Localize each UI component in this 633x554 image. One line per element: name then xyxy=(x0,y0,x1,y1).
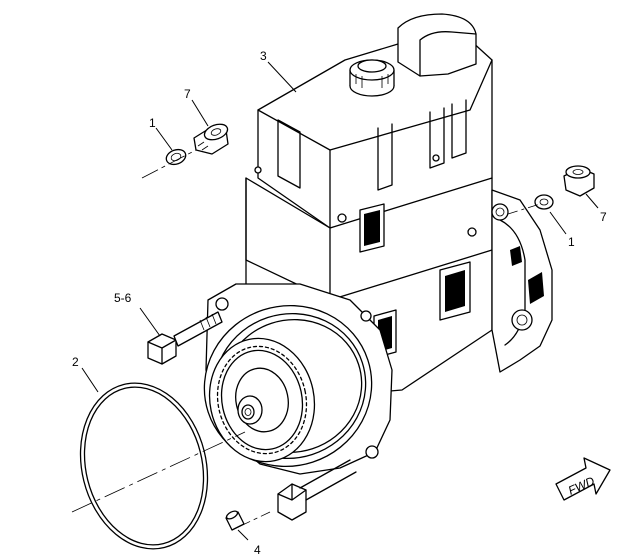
seal-ring-2 xyxy=(71,382,246,550)
callout-part-1-left: 1 xyxy=(149,116,156,130)
callout-part-7-left: 7 xyxy=(184,87,191,101)
drive-gear xyxy=(208,337,316,463)
callout-part-5-6: 5-6 xyxy=(114,291,132,305)
callout-part-3: 3 xyxy=(260,49,267,63)
washer-1-right xyxy=(534,194,554,210)
bolt-5-6 xyxy=(147,311,223,365)
washer-1-left xyxy=(165,148,187,166)
dowel-pin-4 xyxy=(225,510,271,531)
leader-lines xyxy=(81,61,599,541)
callout-part-7-right: 7 xyxy=(600,210,607,224)
callout-part-1-right: 1 xyxy=(568,235,575,249)
callout-part-4: 4 xyxy=(254,543,261,554)
callout-part-2: 2 xyxy=(72,355,79,369)
forward-direction-arrow: FWD xyxy=(555,457,611,501)
plug-7-left xyxy=(193,123,229,155)
plug-7-right xyxy=(563,165,595,197)
pump-body xyxy=(203,13,553,521)
top-fitting xyxy=(349,59,395,97)
